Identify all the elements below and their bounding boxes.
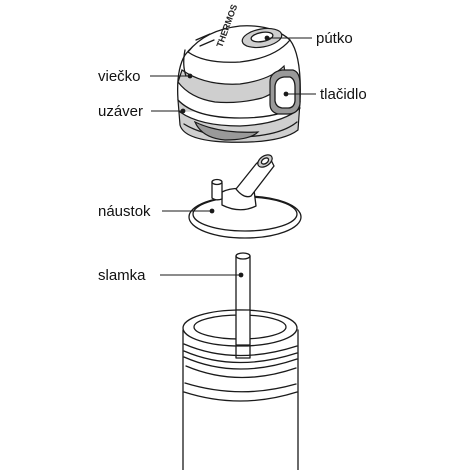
label-slamka: slamka [98, 267, 146, 284]
label-viecko-group: viečko [98, 68, 193, 85]
label-tlacidlo: tlačidlo [320, 86, 367, 103]
label-naustok: náustok [98, 203, 151, 220]
cap-assembly: THERMOS [177, 3, 301, 143]
label-uzaver-group: uzáver [98, 103, 186, 120]
label-uzaver: uzáver [98, 103, 143, 120]
label-tlacidlo-group: tlačidlo [283, 86, 367, 103]
label-naustok-group: náustok [98, 203, 215, 220]
spout-naustok [188, 154, 302, 239]
label-viecko: viečko [98, 68, 141, 85]
label-putko: pútko [316, 30, 353, 47]
label-putko-group: pútko [264, 30, 353, 47]
bottle-body [182, 309, 299, 470]
label-slamka-group: slamka [98, 267, 244, 284]
